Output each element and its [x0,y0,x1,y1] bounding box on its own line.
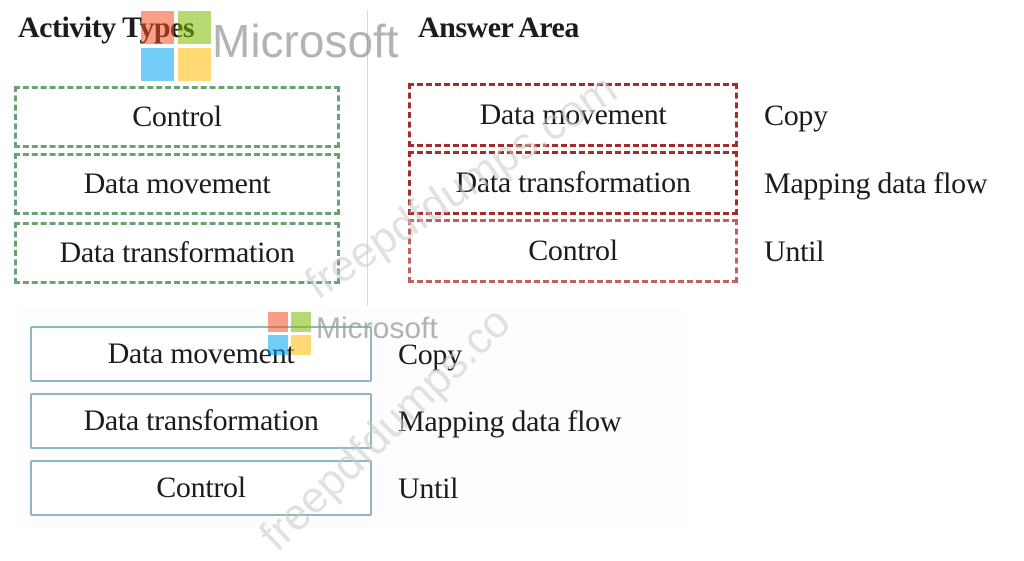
activity-type-data-transformation[interactable]: Data transformation [14,222,340,284]
solution-slot-until: Control [30,460,372,516]
answer-slot-until[interactable]: Control [408,219,738,283]
solution-slot-value: Control [156,471,246,504]
answer-slot-value: Control [528,234,618,267]
answer-slot-value: Data movement [479,98,667,131]
answer-slot-copy[interactable]: Data movement [408,83,738,147]
answer-area-heading: Answer Area [418,11,579,44]
activity-type-label: Data transformation [59,236,295,269]
solution-row-label: Copy [398,338,462,371]
solution-slot-mapping-data-flow: Data transformation [30,393,372,449]
solution-slot-value: Data transformation [83,404,319,437]
answer-row-label: Copy [764,99,828,132]
solution-row-label: Mapping data flow [398,405,622,438]
activity-type-label: Data movement [83,167,271,200]
activity-type-control[interactable]: Control [14,86,340,148]
solution-row-label: Until [398,472,459,505]
activity-type-data-movement[interactable]: Data movement [14,153,340,215]
answer-row-label: Until [764,235,825,268]
microsoft-logo-icon [141,11,213,83]
answer-slot-value: Data transformation [455,166,691,199]
answer-slot-mapping-data-flow[interactable]: Data transformation [408,151,738,215]
panel-divider [367,10,368,306]
solution-slot-copy: Data movement [30,326,372,382]
microsoft-watermark: Microsoft [212,15,399,67]
activity-type-label: Control [132,100,222,133]
answer-row-label: Mapping data flow [764,167,988,200]
solution-slot-value: Data movement [107,337,295,370]
microsoft-logo-icon [268,312,312,356]
microsoft-watermark: Microsoft [316,312,438,345]
